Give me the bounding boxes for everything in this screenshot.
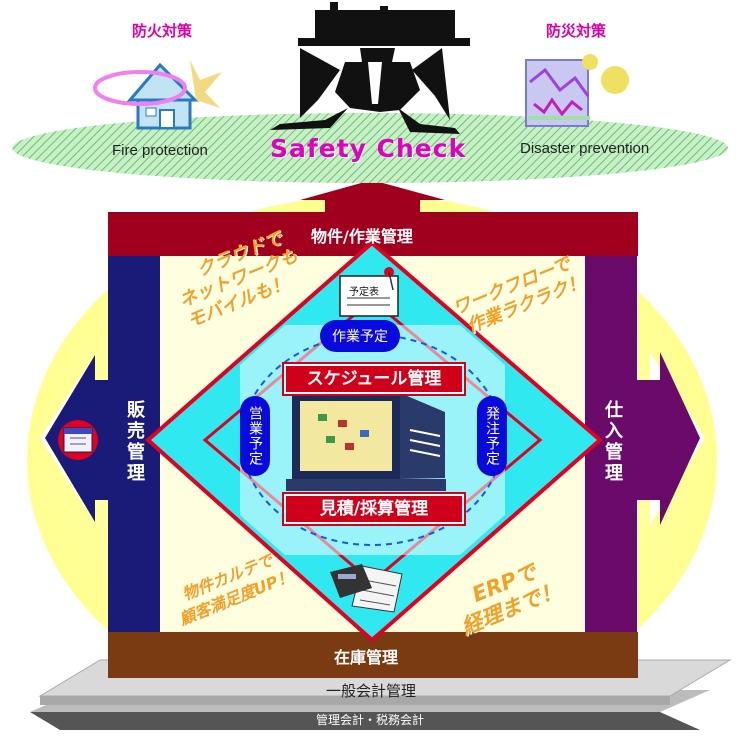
- schedule-management-box: スケジュール管理: [284, 364, 464, 394]
- management-tax-accounting-label: 管理会計・税務会計: [316, 711, 424, 728]
- pill-sales-schedule: 営業予定: [240, 396, 270, 476]
- general-accounting-label: 一般会計管理: [326, 680, 416, 701]
- pill-order-schedule: 発注予定: [477, 396, 507, 476]
- computer-icon: [286, 393, 446, 491]
- pill-work-schedule: 作業予定: [320, 320, 400, 352]
- calendar-icon: [58, 420, 98, 460]
- fire-protection-title: 防火対策: [132, 20, 192, 41]
- band-bottom-label: 在庫管理: [334, 644, 398, 668]
- disaster-prevention-title: 防災対策: [546, 20, 606, 41]
- band-left-label: 販売管理: [121, 400, 147, 484]
- schedule-sheet-label: 予定表: [349, 283, 379, 298]
- disaster-icon: [526, 54, 629, 126]
- band-top-label: 物件/作業管理: [311, 223, 413, 247]
- disaster-prevention-caption: Disaster prevention: [520, 140, 649, 157]
- estimate-management-box: 見積/採算管理: [284, 494, 464, 524]
- fire-protection-caption: Fire protection: [112, 142, 208, 159]
- band-right-label: 仕入管理: [599, 400, 625, 484]
- safety-check-title: Safety Check: [270, 134, 466, 163]
